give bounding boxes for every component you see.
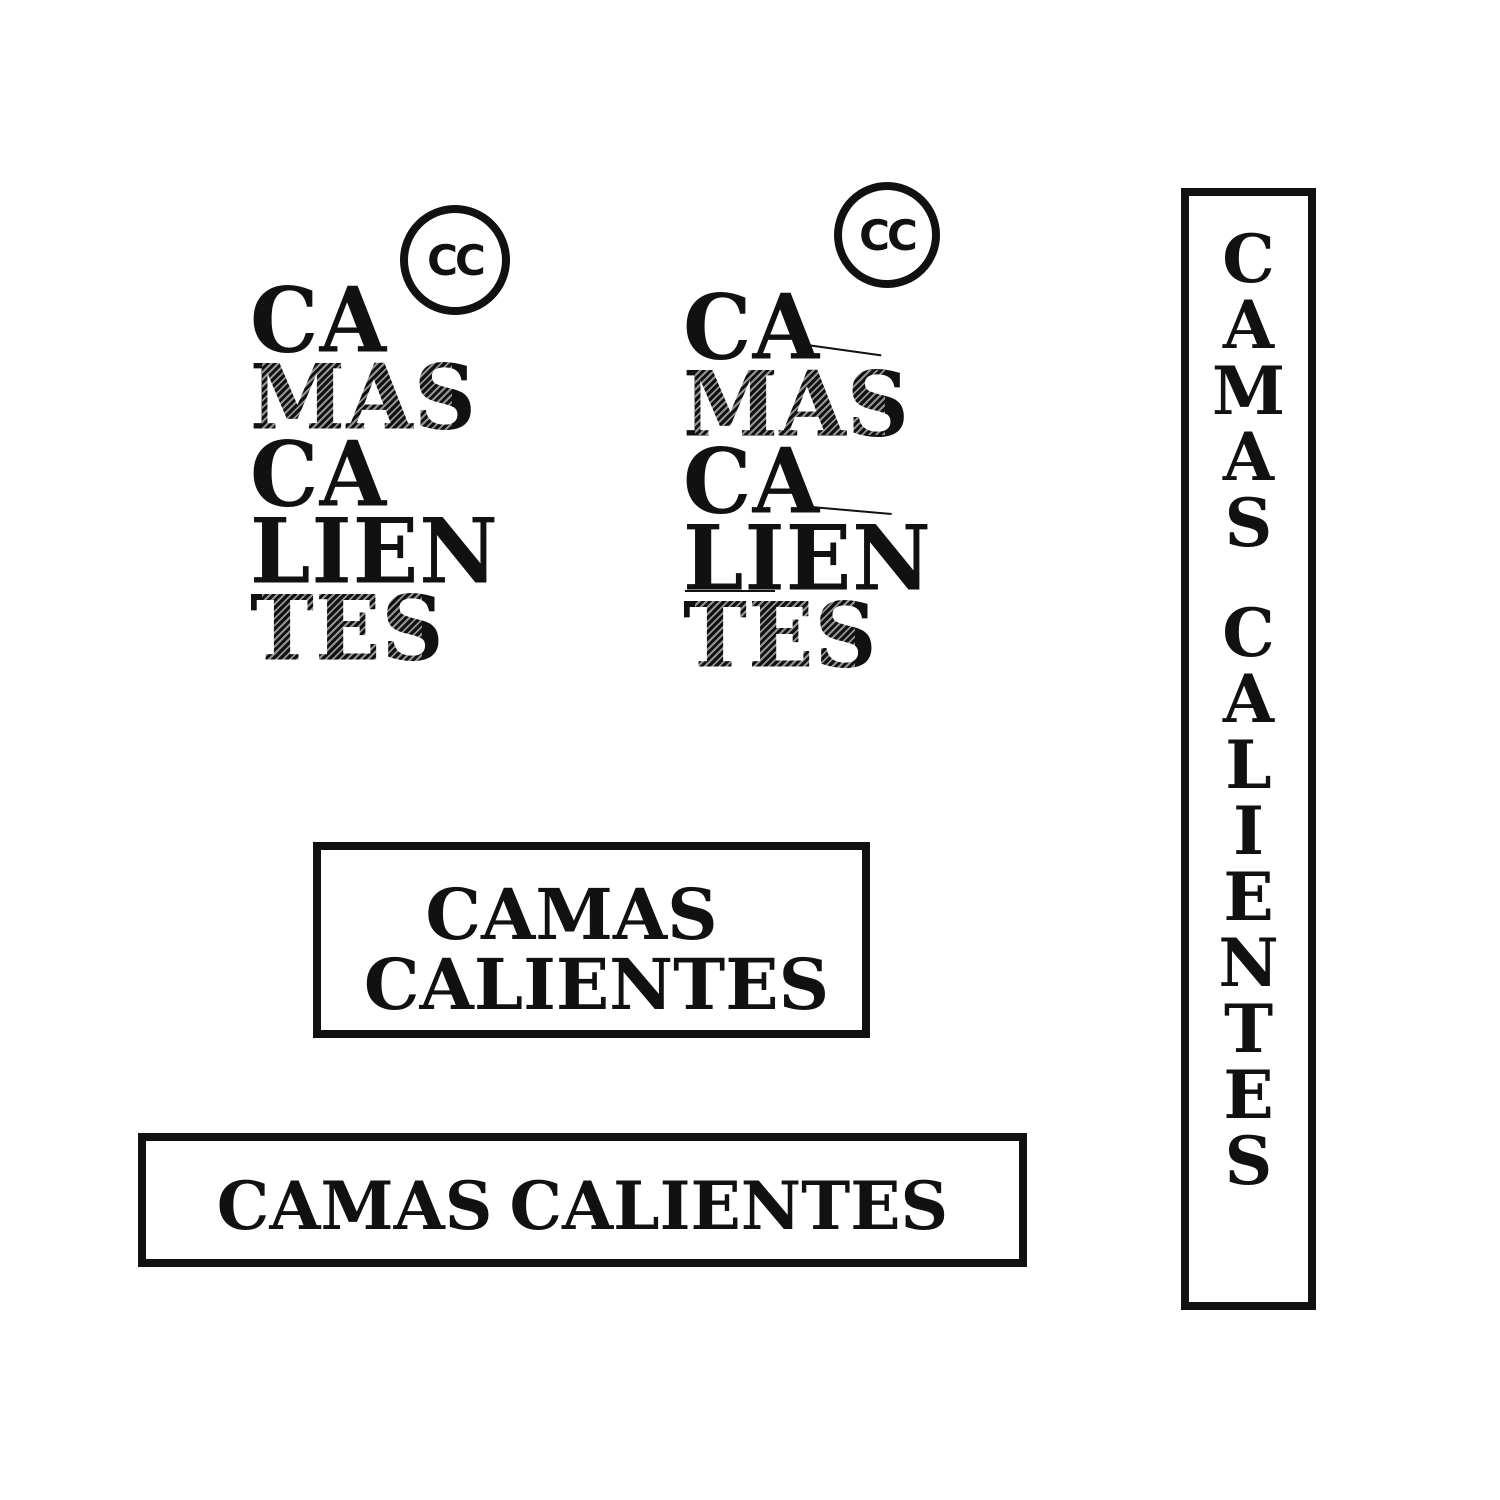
vertical-letter: E [1223,1056,1274,1134]
cc-badge-label: CC [859,210,918,260]
stacked-logo-line: LIEN [250,498,499,605]
vertical-letter: E [1223,858,1274,936]
stacked-logo-line: CA [250,267,388,374]
vertical-letter: C [1222,220,1275,298]
stacked-logo-line: TES [250,575,445,682]
vertical-letter: A [1222,286,1275,364]
vertical-letter: A [1222,418,1275,496]
vertical-letter: A [1222,660,1275,738]
stacked-logo-variant: CA MAS CA LIEN TES [683,274,932,680]
vertical-letter: M [1211,352,1286,430]
boxed-logo-two-line: CAMAS CALIENTES [313,842,870,1038]
stacked-logo-line: LIEN [683,505,932,612]
cc-badge-icon: CC [400,205,510,315]
vertical-letter: S [1224,1122,1273,1200]
vertical-letter: T [1223,990,1274,1068]
stacked-logo-line: CA [683,274,821,381]
vertical-letter: L [1225,726,1272,804]
boxed-logo-vertical: C A M A S C A L I E N T E S [1181,188,1316,1310]
stacked-logo-line: CA [683,428,821,535]
vertical-letters: C A M A S C A L I E N T E S [1189,226,1308,1194]
vertical-letter: S [1224,484,1273,562]
boxed-logo-text: CAMAS CALIENTES [216,1167,949,1245]
stacked-logo-line: CA [250,421,388,528]
boxed-logo-single-line: CAMAS CALIENTES [138,1133,1027,1267]
boxed-logo-line-2: CALIENTES [363,943,830,1026]
vertical-letter: N [1218,924,1279,1002]
vertical-letter: C [1222,594,1275,672]
vertical-letter: I [1233,792,1264,870]
cc-badge-label: CC [427,235,486,285]
stacked-logo-line: TES [683,582,878,689]
guide-line [685,590,775,592]
cc-badge-icon: CC [834,182,940,288]
stacked-logo: CA MAS CA LIEN TES [250,267,499,673]
boxed-logo-line-1: CAMAS [425,873,718,956]
